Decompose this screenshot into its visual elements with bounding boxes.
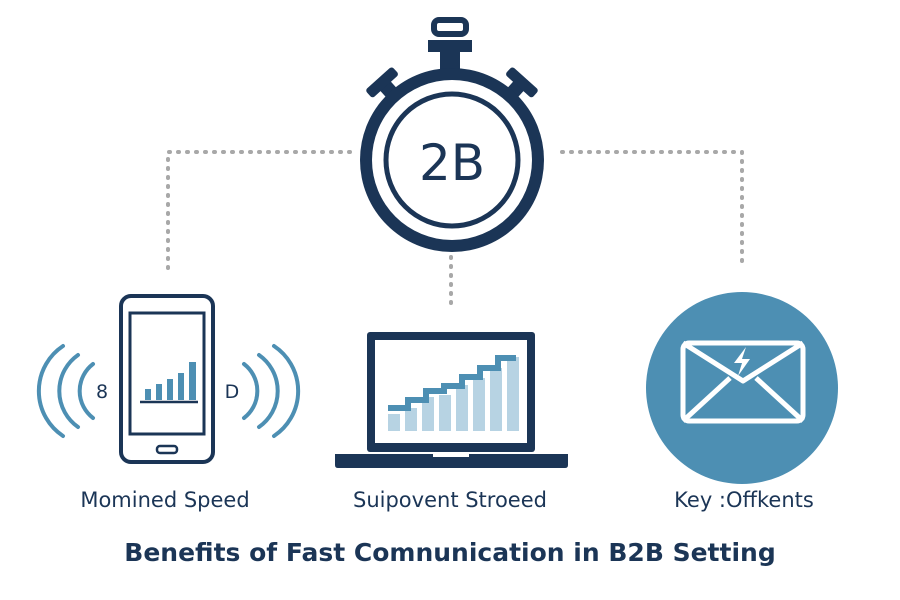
connector-lines — [166, 150, 744, 306]
laptop-trend-line — [388, 355, 516, 411]
lightning-icon — [734, 347, 750, 376]
envelope-lightning-icon — [646, 292, 838, 484]
stopwatch-face-text: 2B — [419, 134, 485, 192]
connector-left — [166, 150, 352, 270]
signal-waves-right — [242, 344, 301, 438]
phone-mini-bar-chart — [145, 362, 196, 400]
label-laptop: Suipovent Stroeed — [353, 488, 547, 512]
page-title: Benefits of Fast Comnunication in B2B Se… — [124, 538, 776, 567]
phone-left-glyph: 8 — [96, 381, 108, 403]
laptop-chart-icon — [335, 332, 568, 468]
laptop-bar-chart — [388, 357, 519, 431]
stopwatch-icon: 2B — [360, 17, 544, 252]
connector-right — [560, 150, 744, 270]
label-envelope: Key :Offkents — [674, 488, 814, 512]
signal-waves-left — [36, 344, 95, 438]
phone-right-glyph: D — [225, 381, 240, 403]
smartphone-icon — [119, 294, 215, 464]
label-phone: Momined Speed — [80, 488, 250, 512]
